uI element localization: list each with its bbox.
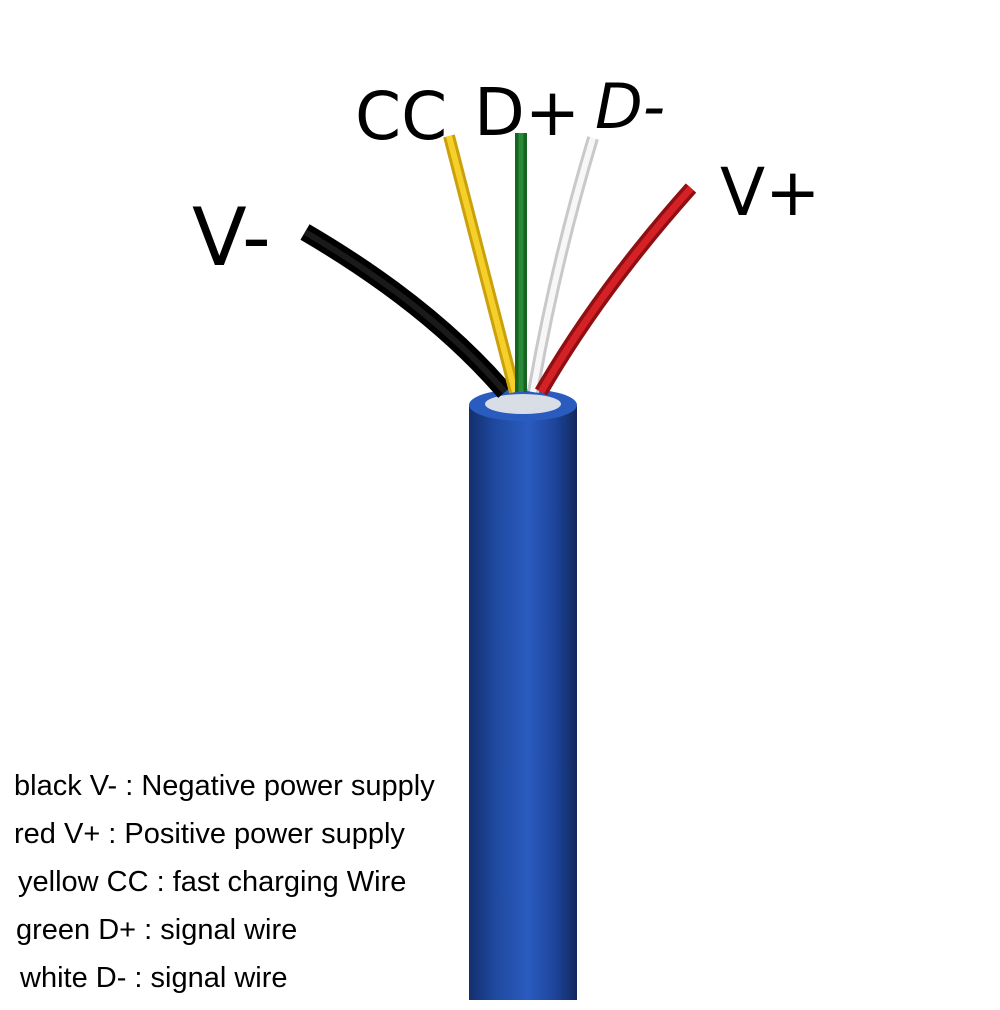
label-v-minus: V-	[192, 191, 271, 284]
legend-item-green: green D+ : signal wire	[16, 914, 298, 946]
label-d-plus: D+	[474, 74, 581, 151]
wire-red	[534, 183, 697, 396]
wire-white	[527, 136, 599, 394]
legend-item-white: white D- : signal wire	[20, 962, 288, 994]
cable-jacket	[469, 389, 577, 1000]
wire-black	[300, 224, 512, 398]
wire-yellow	[443, 134, 521, 394]
label-d-minus: D-	[595, 70, 666, 143]
legend-item-yellow: yellow CC : fast charging Wire	[18, 866, 407, 898]
label-cc: CC	[355, 78, 448, 155]
legend-item-red: red V+ : Positive power supply	[14, 818, 405, 850]
legend-item-black: black V- : Negative power supply	[14, 770, 435, 802]
wire-legend: black V- : Negative power supply red V+ …	[14, 770, 435, 1010]
label-v-plus: V+	[720, 154, 821, 231]
